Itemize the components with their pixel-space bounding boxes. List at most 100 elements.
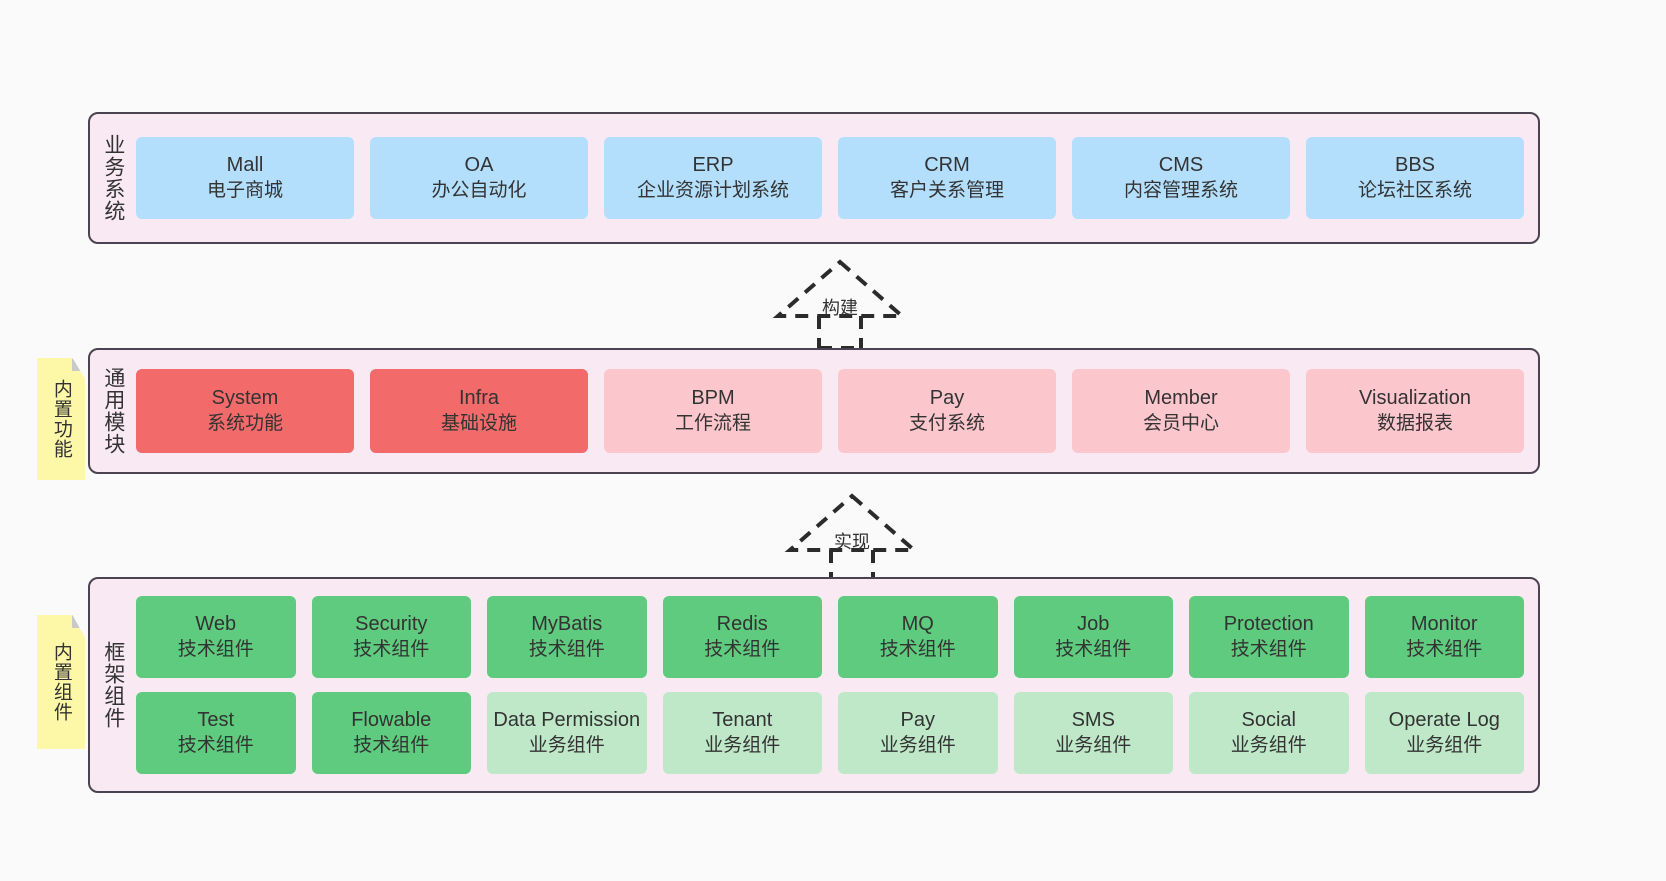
card-subtitle: 技术组件 xyxy=(353,638,430,660)
card-subtitle: 会员中心 xyxy=(1142,412,1219,434)
card-pay-module[interactable]: Pay 支付系统 xyxy=(838,369,1056,453)
card-title: Visualization xyxy=(1359,387,1471,410)
card-data-permission[interactable]: Data Permission 业务组件 xyxy=(487,692,647,774)
layer-business-system: 业务系统 Mall 电子商城 OA 办公自动化 ERP 企业资源计划系统 CRM… xyxy=(88,112,1540,244)
card-mall[interactable]: Mall 电子商城 xyxy=(136,137,354,219)
card-title: Infra xyxy=(458,387,500,410)
arrow-stem xyxy=(817,316,863,350)
card-subtitle: 技术组件 xyxy=(177,638,254,660)
card-title: Data Permission xyxy=(493,709,641,732)
card-erp[interactable]: ERP 企业资源计划系统 xyxy=(604,137,822,219)
card-subtitle: 业务组件 xyxy=(1055,734,1132,756)
card-subtitle: 工作流程 xyxy=(674,412,751,434)
card-security[interactable]: Security 技术组件 xyxy=(311,596,471,678)
note-builtin-components: 内置组件 xyxy=(37,615,85,749)
card-title: ERP xyxy=(692,154,734,177)
card-title: Mall xyxy=(226,154,264,177)
card-member[interactable]: Member 会员中心 xyxy=(1072,369,1290,453)
connector-build: 构建 xyxy=(760,258,920,350)
card-title: Monitor xyxy=(1410,613,1478,636)
card-bpm[interactable]: BPM 工作流程 xyxy=(604,369,822,453)
layer-body-common-modules: System 系统功能 Infra 基础设施 BPM 工作流程 Pay 支付系统… xyxy=(136,350,1538,472)
layer-framework-components: 框架组件 Web 技术组件 Security 技术组件 MyBatis 技术组件… xyxy=(88,577,1540,793)
card-title: Flowable xyxy=(351,709,432,732)
card-subtitle: 技术组件 xyxy=(1230,638,1307,660)
connector-implement: 实现 xyxy=(772,492,932,584)
card-subtitle: 系统功能 xyxy=(206,412,283,434)
card-bbs[interactable]: BBS 论坛社区系统 xyxy=(1306,137,1524,219)
card-subtitle: 支付系统 xyxy=(908,412,985,434)
card-cms[interactable]: CMS 内容管理系统 xyxy=(1072,137,1290,219)
layer-title-business-system: 业务系统 xyxy=(101,134,125,222)
card-subtitle: 业务组件 xyxy=(879,734,956,756)
card-title: Test xyxy=(197,709,235,732)
card-subtitle: 内容管理系统 xyxy=(1123,179,1238,201)
card-title: Pay xyxy=(929,387,965,410)
card-crm[interactable]: CRM 客户关系管理 xyxy=(838,137,1056,219)
card-title: MQ xyxy=(901,613,934,636)
card-social[interactable]: Social 业务组件 xyxy=(1189,692,1349,774)
card-row: System 系统功能 Infra 基础设施 BPM 工作流程 Pay 支付系统… xyxy=(136,369,1524,453)
card-tenant[interactable]: Tenant 业务组件 xyxy=(662,692,822,774)
layer-title-common-modules: 通用模块 xyxy=(101,367,125,455)
card-monitor[interactable]: Monitor 技术组件 xyxy=(1364,596,1524,678)
card-subtitle: 数据报表 xyxy=(1376,412,1453,434)
card-test[interactable]: Test 技术组件 xyxy=(136,692,296,774)
card-title: Web xyxy=(195,613,237,636)
note-text: 内置功能 xyxy=(50,379,72,459)
card-mybatis[interactable]: MyBatis 技术组件 xyxy=(487,596,647,678)
note-builtin-features: 内置功能 xyxy=(37,358,85,480)
card-title: SMS xyxy=(1071,709,1115,732)
card-infra[interactable]: Infra 基础设施 xyxy=(370,369,588,453)
card-subtitle: 业务组件 xyxy=(1230,734,1307,756)
card-pay-component[interactable]: Pay 业务组件 xyxy=(838,692,998,774)
arrowhead-triangle xyxy=(772,259,908,318)
card-subtitle: 基础设施 xyxy=(440,412,517,434)
card-title: MyBatis xyxy=(531,613,603,636)
card-subtitle: 企业资源计划系统 xyxy=(636,179,789,201)
card-subtitle: 技术组件 xyxy=(1055,638,1132,660)
arrowhead-triangle xyxy=(784,493,920,552)
card-oa[interactable]: OA 办公自动化 xyxy=(370,137,588,219)
card-subtitle: 技术组件 xyxy=(353,734,430,756)
card-title: Operate Log xyxy=(1388,709,1500,732)
page-fold-icon xyxy=(72,615,85,628)
card-title: OA xyxy=(464,154,494,177)
card-row: Web 技术组件 Security 技术组件 MyBatis 技术组件 Redi… xyxy=(136,596,1524,678)
card-title: Protection xyxy=(1223,613,1314,636)
card-row: Test 技术组件 Flowable 技术组件 Data Permission … xyxy=(136,692,1524,774)
card-job[interactable]: Job 技术组件 xyxy=(1013,596,1173,678)
card-title: Member xyxy=(1144,387,1218,410)
card-title: CRM xyxy=(924,154,970,177)
card-subtitle: 技术组件 xyxy=(177,734,254,756)
card-visualization[interactable]: Visualization 数据报表 xyxy=(1306,369,1524,453)
card-subtitle: 业务组件 xyxy=(528,734,605,756)
card-sms[interactable]: SMS 业务组件 xyxy=(1013,692,1173,774)
card-title: System xyxy=(211,387,279,410)
card-title: Job xyxy=(1077,613,1110,636)
card-subtitle: 业务组件 xyxy=(1406,734,1483,756)
card-row: Mall 电子商城 OA 办公自动化 ERP 企业资源计划系统 CRM 客户关系… xyxy=(136,137,1524,219)
layer-body-framework-components: Web 技术组件 Security 技术组件 MyBatis 技术组件 Redi… xyxy=(136,579,1538,791)
card-title: Tenant xyxy=(712,709,773,732)
card-protection[interactable]: Protection 技术组件 xyxy=(1189,596,1349,678)
card-title: CMS xyxy=(1158,154,1204,177)
card-title: Social xyxy=(1241,709,1296,732)
card-subtitle: 论坛社区系统 xyxy=(1357,179,1472,201)
card-system[interactable]: System 系统功能 xyxy=(136,369,354,453)
card-web[interactable]: Web 技术组件 xyxy=(136,596,296,678)
card-subtitle: 办公自动化 xyxy=(431,179,527,201)
page-fold-icon xyxy=(72,358,85,371)
card-subtitle: 技术组件 xyxy=(879,638,956,660)
card-subtitle: 技术组件 xyxy=(1406,638,1483,660)
card-operate-log[interactable]: Operate Log 业务组件 xyxy=(1364,692,1524,774)
card-title: BBS xyxy=(1394,154,1436,177)
card-subtitle: 业务组件 xyxy=(704,734,781,756)
card-subtitle: 客户关系管理 xyxy=(889,179,1004,201)
card-mq[interactable]: MQ 技术组件 xyxy=(838,596,998,678)
layer-body-business-system: Mall 电子商城 OA 办公自动化 ERP 企业资源计划系统 CRM 客户关系… xyxy=(136,114,1538,242)
card-title: Pay xyxy=(900,709,935,732)
card-flowable[interactable]: Flowable 技术组件 xyxy=(311,692,471,774)
card-redis[interactable]: Redis 技术组件 xyxy=(662,596,822,678)
